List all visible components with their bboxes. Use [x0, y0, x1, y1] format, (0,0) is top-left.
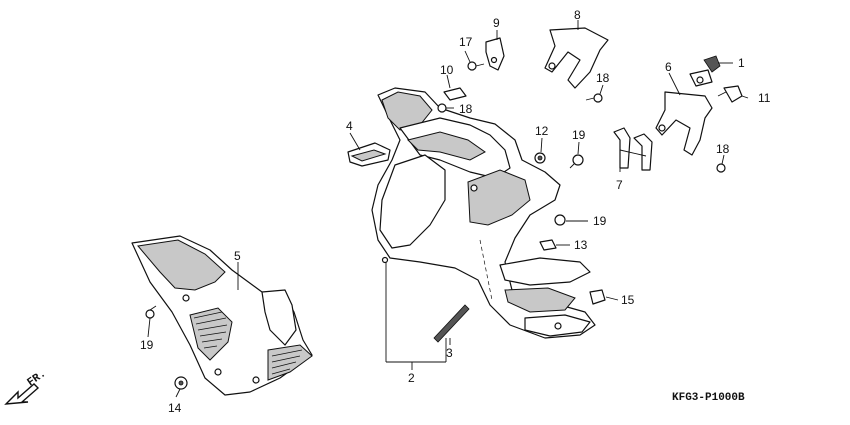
screw-part-18-a — [437, 103, 454, 113]
bolt-part-15 — [589, 289, 606, 305]
callout-14: 14 — [168, 401, 182, 415]
callout-3: 3 — [446, 346, 453, 360]
grommet-part-12 — [534, 152, 546, 164]
callout-18-c: 18 — [716, 142, 730, 156]
clip-part-10 — [443, 87, 467, 101]
callout-5: 5 — [234, 249, 241, 263]
callout-8: 8 — [574, 8, 581, 22]
bracket-part-9 — [485, 37, 505, 71]
callout-9: 9 — [493, 16, 500, 30]
clip-part-14 — [174, 376, 188, 390]
callout-19-a: 19 — [572, 128, 586, 142]
lock-part-1 — [689, 55, 721, 87]
callout-18-b: 18 — [596, 71, 610, 85]
lid-part-4 — [347, 142, 391, 167]
screw-part-18-c — [716, 163, 726, 173]
nut-part-13 — [539, 239, 557, 251]
key-part-11 — [717, 85, 743, 103]
front-arrow-icon — [4, 383, 40, 405]
vent-grille-left — [193, 311, 228, 349]
strip-part-3 — [433, 304, 470, 343]
front-inner-cover-part-2 — [371, 87, 596, 339]
bracket-part-6 — [655, 91, 713, 156]
screw-part-19-b — [554, 214, 566, 226]
callout-19-c: 19 — [140, 338, 154, 352]
callout-13: 13 — [574, 238, 588, 252]
callout-11: 11 — [758, 91, 771, 105]
callout-12: 12 — [535, 124, 549, 138]
callout-15: 15 — [621, 293, 635, 307]
callout-1: 1 — [738, 56, 745, 70]
frame-part-7 — [613, 127, 653, 171]
catalog-code: KFG3-P1000B — [672, 392, 745, 404]
front-direction-indicator: FR. — [4, 368, 49, 405]
callout-18-a: 18 — [459, 102, 473, 116]
callout-6: 6 — [665, 60, 672, 74]
screw-part-19-a — [569, 154, 584, 169]
callout-labels: 1 2 3 4 5 6 7 8 9 10 11 12 13 14 15 17 1… — [140, 8, 771, 415]
vent-grille-right — [271, 349, 303, 375]
screw-part-18-b — [585, 93, 603, 103]
screw-part-17 — [467, 61, 485, 71]
leader-lines — [147, 20, 749, 398]
callout-4: 4 — [346, 119, 353, 133]
bracket-part-8 — [544, 27, 609, 89]
callout-2: 2 — [408, 371, 415, 385]
inner-lower-cover-part-5 — [131, 235, 313, 396]
callout-17: 17 — [459, 35, 473, 49]
callout-19-b: 19 — [593, 214, 607, 228]
callout-10: 10 — [440, 63, 454, 77]
callout-7: 7 — [616, 178, 623, 192]
screw-part-19-c — [145, 305, 157, 319]
